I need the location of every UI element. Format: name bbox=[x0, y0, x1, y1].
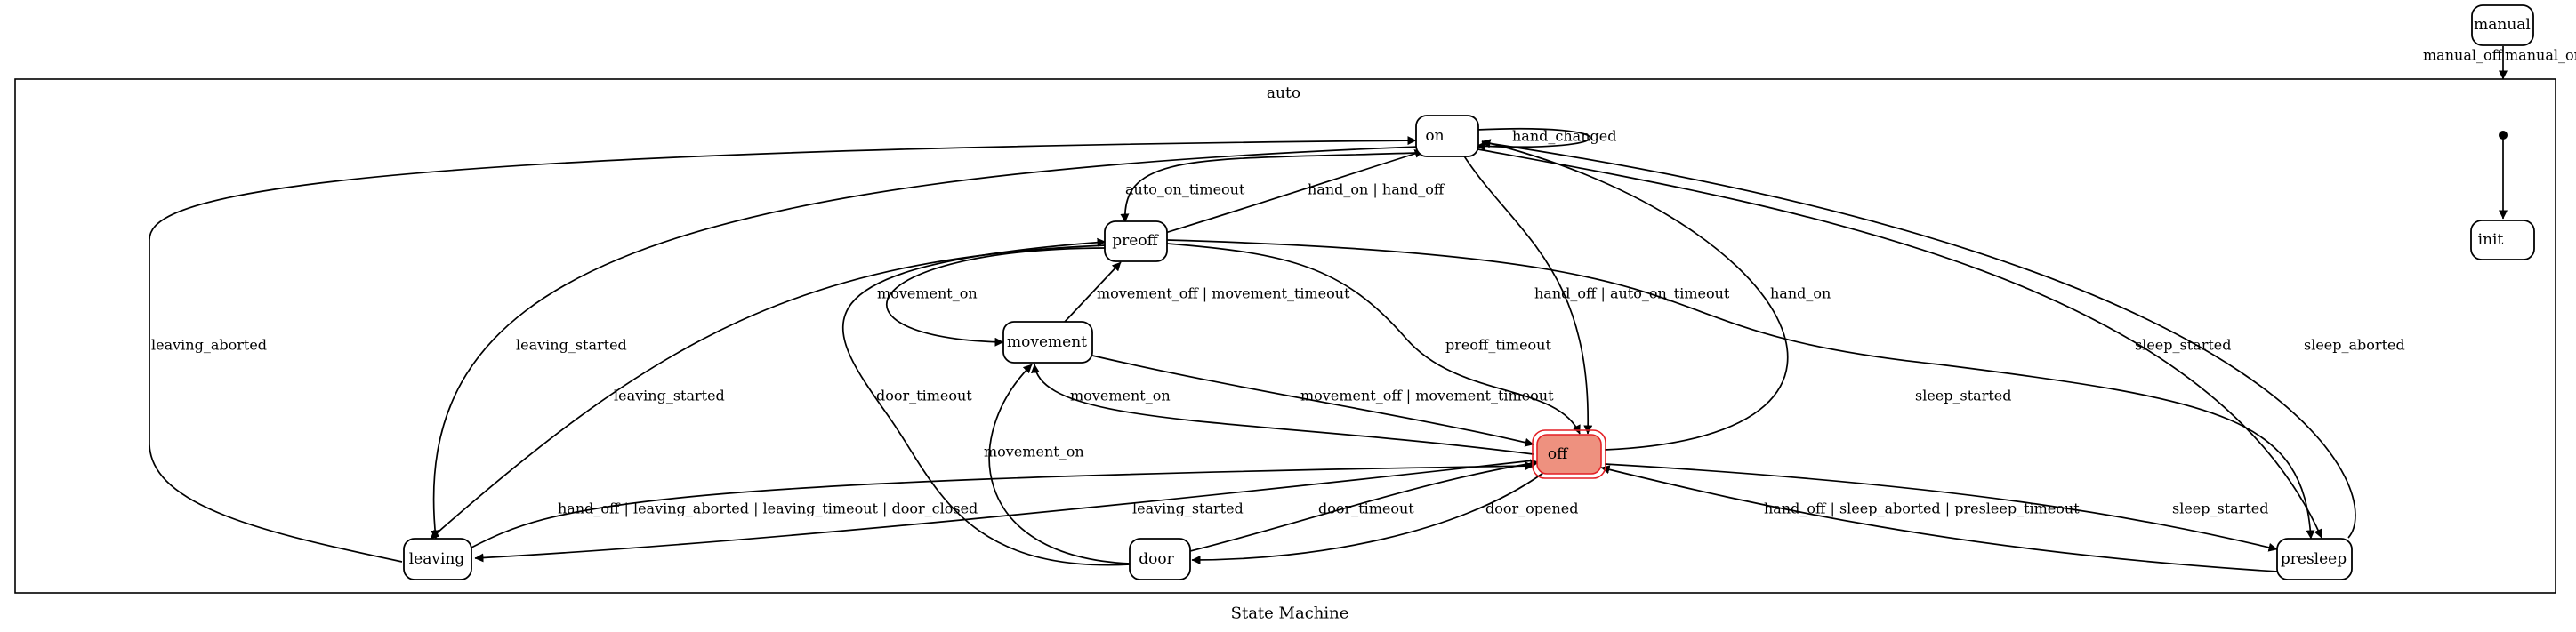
label-manual-off: manual_off bbox=[2423, 47, 2504, 64]
label-auto-on-timeout: auto_on_timeout bbox=[1125, 181, 1245, 198]
state-on[interactable]: on bbox=[1415, 115, 1479, 157]
diagram-caption: State Machine bbox=[1231, 604, 1349, 623]
label-leaving-aborted: leaving_aborted bbox=[151, 337, 267, 354]
edge-leaving-to-on bbox=[149, 136, 1417, 563]
state-door[interactable]: door bbox=[1129, 538, 1191, 580]
edge-preoff-to-off bbox=[1166, 243, 1581, 435]
label-hand-on: hand_on bbox=[1770, 285, 1831, 302]
label-door-timeout-preoff: door_timeout bbox=[876, 388, 972, 404]
edge-movement-to-off bbox=[1091, 355, 1534, 447]
state-init-label: init bbox=[2478, 231, 2504, 249]
state-preoff-label: preoff bbox=[1112, 232, 1159, 250]
label-preoff-timeout: preoff_timeout bbox=[1445, 337, 1551, 354]
edge-preoff-to-movement bbox=[886, 247, 1107, 347]
state-movement-label: movement bbox=[1007, 333, 1087, 351]
state-presleep[interactable]: presleep bbox=[2276, 538, 2353, 580]
edge-preoff-to-leaving bbox=[430, 244, 1107, 540]
edge-door-to-preoff bbox=[842, 237, 1131, 566]
edge-movement-to-preoff bbox=[1064, 261, 1122, 323]
state-presleep-label: presleep bbox=[2281, 550, 2347, 568]
state-off-label: off bbox=[1548, 445, 1569, 463]
state-leaving[interactable]: leaving bbox=[403, 538, 472, 580]
edge-on-to-leaving bbox=[431, 146, 1421, 540]
label-leaving-started-on: leaving_started bbox=[516, 337, 627, 354]
edge-door-to-movement bbox=[988, 364, 1131, 564]
edge-on-to-off bbox=[1462, 154, 1593, 435]
label-movement-off-or-timeout-to-preoff: movement_off | movement_timeout bbox=[1097, 285, 1350, 302]
label-off-from-leaving: hand_off | leaving_aborted | leaving_tim… bbox=[558, 500, 978, 517]
edge-off-to-presleep bbox=[1604, 463, 2278, 552]
transition-edges bbox=[149, 46, 2508, 572]
state-manual[interactable]: manual bbox=[2471, 4, 2534, 46]
edge-on-to-presleep bbox=[1477, 148, 2322, 539]
label-sleep-started-preoff: sleep_started bbox=[1915, 388, 2011, 404]
label-off-from-presleep: hand_off | sleep_aborted | presleep_time… bbox=[1764, 500, 2080, 517]
label-movement-on-off: movement_on bbox=[1070, 388, 1171, 404]
state-on-label: on bbox=[1425, 127, 1444, 145]
label-manual-on: manual_on bbox=[2505, 47, 2576, 64]
edge-on-to-preoff bbox=[1120, 152, 1417, 223]
edge-off-to-movement bbox=[1031, 364, 1534, 455]
label-leaving-started-off: leaving_started bbox=[1132, 500, 1244, 517]
state-off[interactable]: off bbox=[1532, 429, 1606, 479]
auto-cluster bbox=[14, 78, 2556, 594]
edge-off-to-door bbox=[1191, 472, 1544, 564]
cluster-label: auto bbox=[1267, 84, 1300, 102]
edge-presleep-to-on bbox=[1481, 139, 2356, 539]
label-door-opened: door_opened bbox=[1485, 500, 1579, 517]
label-hand-off-or-auto-on-timeout: hand_off | auto_on_timeout bbox=[1534, 285, 1730, 302]
label-sleep-started-off: sleep_started bbox=[2172, 500, 2268, 517]
edge-leaving-to-off bbox=[471, 461, 1534, 548]
edge-on-self-loop bbox=[1476, 127, 1591, 151]
edge-preoff-to-on bbox=[1164, 149, 1424, 234]
edge-presleep-to-off bbox=[1600, 465, 2278, 572]
state-preoff[interactable]: preoff bbox=[1104, 220, 1168, 262]
label-sleep-aborted: sleep_aborted bbox=[2304, 337, 2405, 354]
state-door-label: door bbox=[1139, 550, 1174, 568]
edge-off-to-on bbox=[1481, 139, 1789, 451]
initial-point bbox=[2499, 131, 2508, 140]
edge-off-to-leaving bbox=[474, 460, 1534, 563]
label-hand-changed: hand_changed bbox=[1512, 128, 1616, 145]
edge-preoff-to-presleep bbox=[1166, 239, 2315, 540]
label-sleep-started-on: sleep_started bbox=[2135, 337, 2231, 354]
state-manual-label: manual bbox=[2474, 16, 2531, 34]
transition-labels: manual_off manual_on hand_changed auto_o… bbox=[151, 47, 2576, 517]
state-init[interactable]: init bbox=[2470, 220, 2535, 260]
label-movement-on-door: movement_on bbox=[984, 444, 1084, 460]
label-movement-on-preoff: movement_on bbox=[877, 285, 978, 302]
label-movement-off-or-timeout-to-off: movement_off | movement_timeout bbox=[1300, 388, 1554, 404]
label-door-timeout-off: door_timeout bbox=[1318, 500, 1414, 517]
state-leaving-label: leaving bbox=[409, 550, 465, 568]
label-hand-on-or-hand-off: hand_on | hand_off bbox=[1308, 181, 1445, 198]
label-leaving-started-preoff: leaving_started bbox=[614, 388, 725, 404]
edge-door-to-off bbox=[1182, 459, 1540, 554]
state-movement[interactable]: movement bbox=[1002, 321, 1093, 364]
